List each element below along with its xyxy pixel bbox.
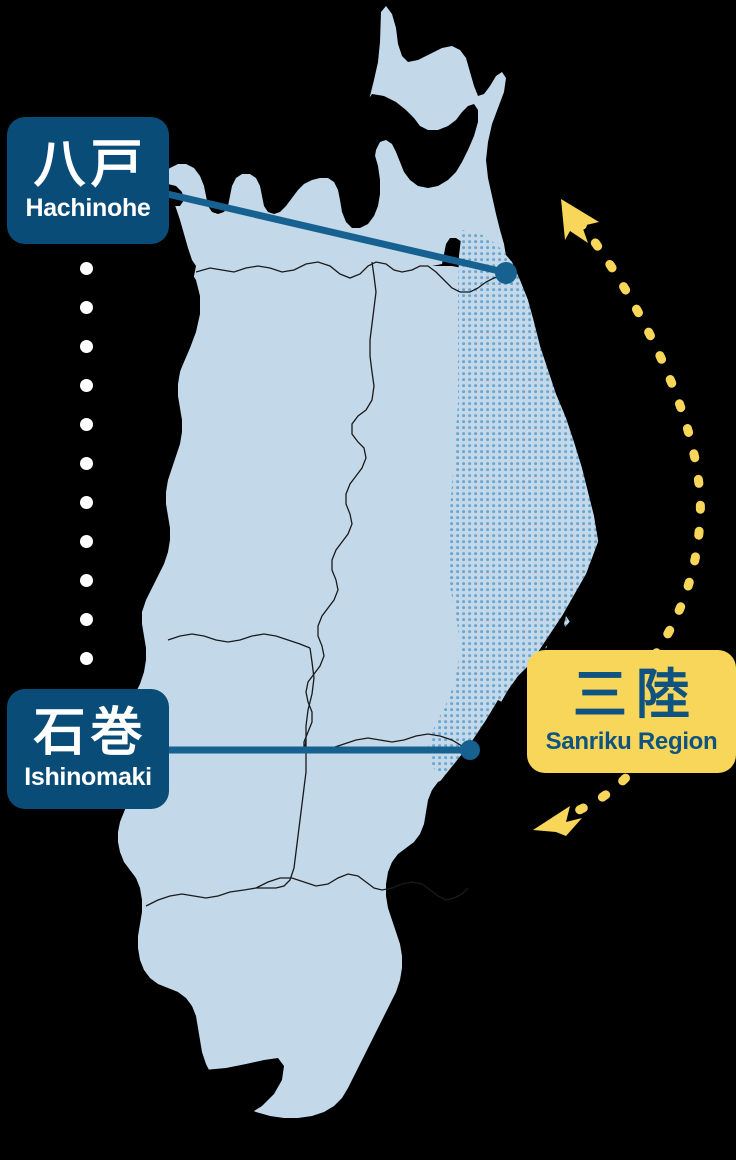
link-dot: [80, 496, 93, 509]
label-ishinomaki-romaji: Ishinomaki: [24, 762, 152, 791]
link-dot: [80, 574, 93, 587]
mutsu-bay: [344, 94, 478, 218]
label-ishinomaki[interactable]: 石巻 Ishinomaki: [7, 689, 169, 809]
label-hachinohe-kanji: 八戸: [33, 135, 148, 194]
upper-dashed-arc: [575, 217, 705, 681]
label-sanriku-romaji: Sanriku Region: [545, 727, 718, 755]
south-coast-notch: [62, 1040, 284, 1136]
link-dot: [80, 457, 93, 470]
link-dot: [80, 340, 93, 353]
sanriku-rias-coastline: [450, 262, 684, 794]
hachinohe-connector-line: [149, 186, 509, 277]
link-dot: [80, 301, 93, 314]
prefecture-aomori: [138, 6, 506, 266]
label-link-dot-column: [80, 262, 94, 672]
lower-arrowhead-icon: [533, 806, 582, 836]
upper-arrowhead-icon: [561, 199, 599, 243]
link-dot: [80, 613, 93, 626]
link-dot: [80, 379, 93, 392]
label-ishinomaki-kanji: 石巻: [33, 704, 148, 763]
label-hachinohe-romaji: Hachinohe: [25, 194, 151, 223]
akita-coast-notch: [86, 268, 200, 680]
sanriku-range-arrows: [533, 199, 705, 836]
lower-dashed-arc: [555, 753, 647, 823]
label-hachinohe[interactable]: 八戸 Hachinohe: [7, 117, 169, 244]
link-dot: [80, 535, 93, 548]
label-sanriku-region[interactable]: 三陸 Sanriku Region: [527, 650, 736, 773]
label-sanriku-kanji: 三陸: [573, 665, 699, 726]
link-dot: [80, 262, 93, 275]
prefecture-borders: [145, 261, 503, 907]
link-dot: [80, 652, 93, 665]
ishinomaki-map-marker[interactable]: [460, 740, 480, 760]
connector-layer: [149, 186, 517, 760]
link-dot: [80, 418, 93, 431]
hachinohe-map-marker[interactable]: [495, 262, 517, 284]
